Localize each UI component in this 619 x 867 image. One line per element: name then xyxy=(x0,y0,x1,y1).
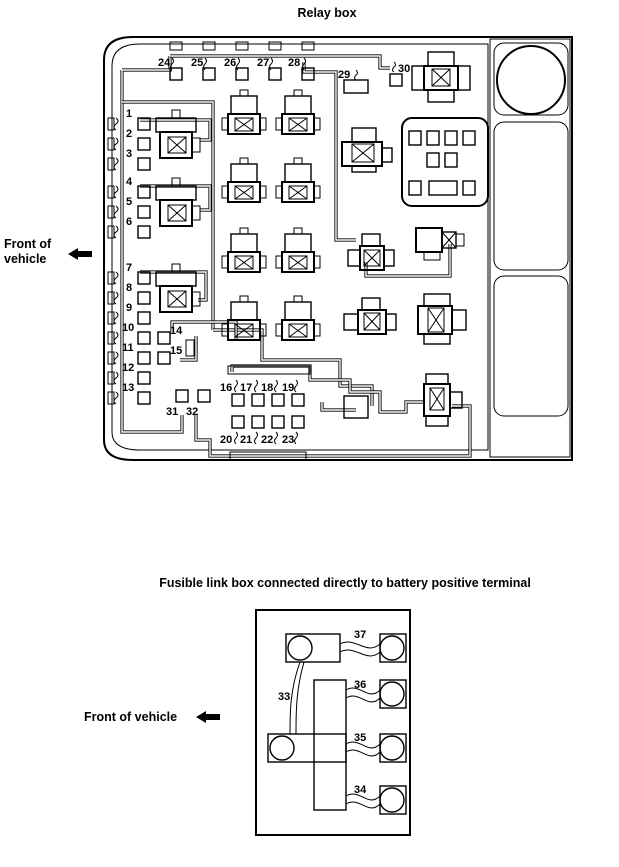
fuse-label-25: 25 xyxy=(191,57,203,69)
fuse-label-6: 6 xyxy=(126,216,132,228)
relay-mid-lower xyxy=(343,297,397,335)
relay-right-lower xyxy=(417,293,467,345)
link-label-36: 36 xyxy=(354,679,366,691)
fuse-label-30: 30 xyxy=(398,63,410,75)
fuse-label-10: 10 xyxy=(122,322,134,334)
fuse-label-24: 24 xyxy=(158,57,171,69)
front-of-vehicle-label-1b: vehicle xyxy=(4,252,46,266)
fusible-link-box-title: Fusible link box connected directly to b… xyxy=(159,576,531,590)
fuse-label-3: 3 xyxy=(126,148,132,160)
fuse-label-28: 28 xyxy=(288,57,300,69)
link-label-34: 34 xyxy=(354,784,367,796)
fuse-label-26: 26 xyxy=(224,57,236,69)
battery-post-circle xyxy=(496,45,566,115)
fuse-label-5: 5 xyxy=(126,196,132,208)
fuse-label-27: 27 xyxy=(257,57,269,69)
left-fuse-column xyxy=(113,117,151,405)
fuse-label-13: 13 xyxy=(122,382,134,394)
arrow-left-icon xyxy=(68,248,92,260)
fuse-30 xyxy=(389,73,403,87)
link-label-37: 37 xyxy=(354,629,366,641)
fuse-label-16: 16 xyxy=(220,382,232,394)
fuse-29 xyxy=(343,79,369,94)
fuse-label-15: 15 xyxy=(170,345,182,357)
fuse-label-7: 7 xyxy=(126,262,132,274)
relay-mid-right xyxy=(347,233,395,271)
link-label-35: 35 xyxy=(354,732,366,744)
fuse-label-11: 11 xyxy=(122,342,134,354)
relay-bottom-right xyxy=(343,373,463,427)
mini-fuse-module xyxy=(401,117,489,207)
fuse-label-19: 19 xyxy=(282,382,294,394)
relay-grid xyxy=(221,89,321,341)
relay-right-upper xyxy=(415,227,465,261)
fuse-label-8: 8 xyxy=(126,282,132,294)
front-of-vehicle-label-2: Front of vehicle xyxy=(84,710,177,724)
relay-box-title: Relay box xyxy=(297,6,356,20)
relay-top-right xyxy=(411,51,471,103)
fuse-label-17: 17 xyxy=(240,382,252,394)
fuse-label-20: 20 xyxy=(220,434,232,446)
fuse-label-22: 22 xyxy=(261,434,273,446)
fuse-label-9: 9 xyxy=(126,302,132,314)
arrow-left-icon-2 xyxy=(196,711,220,723)
bottom-fuse-block xyxy=(227,365,311,461)
fuse-label-4: 4 xyxy=(126,176,133,188)
relay-left-group xyxy=(155,109,201,313)
fuse-label-29: 29 xyxy=(338,69,350,81)
fuse-label-31: 31 xyxy=(166,406,178,418)
fuse-label-1: 1 xyxy=(126,108,132,120)
relay-center xyxy=(341,127,393,173)
fuse-label-12: 12 xyxy=(122,362,134,374)
fuse-label-14: 14 xyxy=(170,325,183,337)
fuse-label-32: 32 xyxy=(186,406,198,418)
link-label-33: 33 xyxy=(278,691,290,703)
fuse-label-2: 2 xyxy=(126,128,132,140)
fuse-label-18: 18 xyxy=(261,382,273,394)
left-terminal-tabs xyxy=(107,117,115,405)
top-fuse-row xyxy=(169,41,315,81)
fusible-link-box xyxy=(255,609,411,836)
fuse-label-23: 23 xyxy=(282,434,294,446)
relay-box-outline xyxy=(103,36,573,461)
fuse-label-21: 21 xyxy=(240,434,252,446)
front-of-vehicle-label-1a: Front of xyxy=(4,237,52,251)
